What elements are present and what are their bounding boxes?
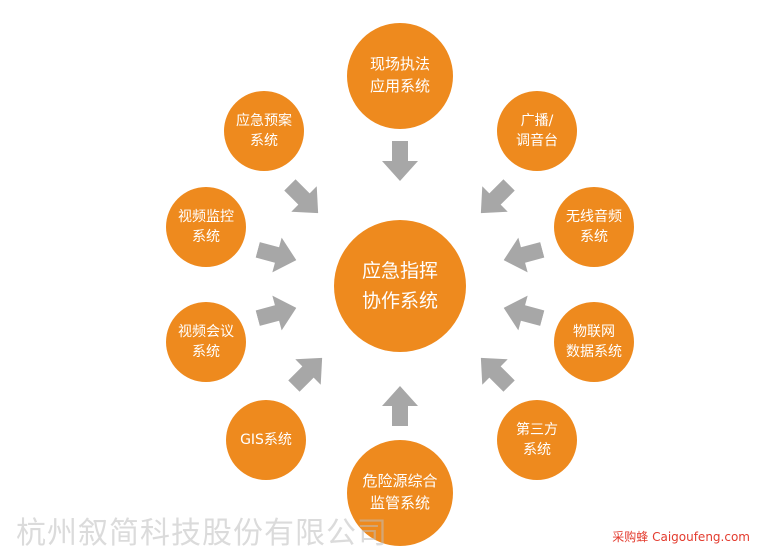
node-wireless-audio: 无线音频 系统 [554,187,634,267]
node-third-party: 第三方 系统 [497,400,577,480]
arrow-down-icon [382,141,418,181]
arrow-left-icon [499,232,547,277]
arrow-left-up-icon [499,290,547,335]
node-video-conference: 视频会议 系统 [166,302,246,382]
node-iot-data: 物联网 数据系统 [554,302,634,382]
node-hazard-supervision: 危险源综合 监管系统 [347,440,453,546]
arrow-down-right-icon [277,172,331,226]
center-node-emergency-command: 应急指挥 协作系统 [334,220,466,352]
arrow-down-left-icon [468,172,522,226]
arrow-right-icon [253,232,301,277]
arrow-up-right-icon [281,345,335,399]
company-watermark: 杭州叙简科技股份有限公司 [16,516,388,551]
arrow-up-left-icon [468,345,522,399]
node-gis: GIS系统 [226,400,306,480]
arrow-right-up-icon [253,290,301,335]
site-credit: 采购蜂 Caigoufeng.com [612,530,750,544]
node-video-monitor: 视频监控 系统 [166,187,246,267]
node-emergency-plan: 应急预案 系统 [224,91,304,171]
node-broadcast: 广播/ 调音台 [497,91,577,171]
node-field-law-system: 现场执法 应用系统 [347,23,453,129]
arrow-up-icon [382,386,418,426]
